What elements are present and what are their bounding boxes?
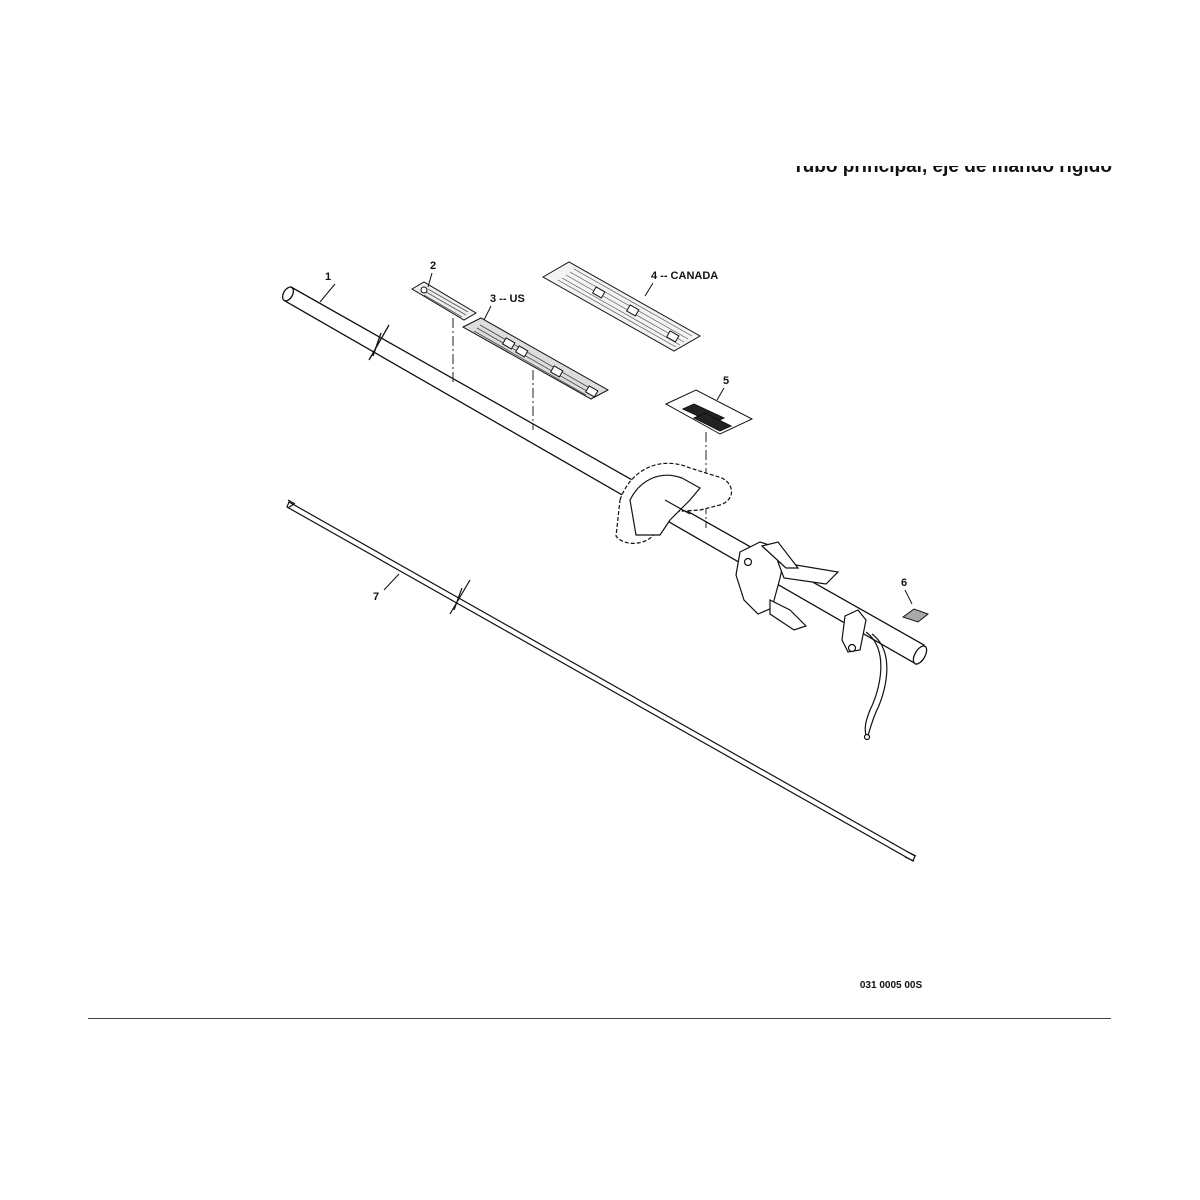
throttle-grip: [735, 541, 888, 741]
page-title: Tubo principal, eje de mando rígido: [760, 166, 1112, 184]
page-title-text: Tubo principal, eje de mando rígido: [792, 166, 1112, 177]
alignment-lines: [452, 318, 707, 528]
logo-decal: [664, 389, 754, 435]
callout-7: 7: [373, 591, 379, 603]
front-handle: [615, 462, 733, 544]
callout-6: 6: [901, 577, 907, 589]
main-tube: [281, 286, 928, 665]
small-decal: [901, 608, 930, 623]
drive-shaft: [286, 499, 917, 862]
bottom-divider: [88, 1018, 1111, 1019]
us-decal: [461, 317, 610, 400]
callout-3: 3 -- US: [490, 293, 525, 305]
callout-1: 1: [325, 271, 331, 283]
leader-lines: [319, 272, 913, 605]
callout-2: 2: [430, 260, 436, 272]
drawing-number: 031 0005 00S: [859, 980, 923, 991]
canada-decal: [541, 261, 702, 352]
callout-4: 4 -- CANADA: [651, 270, 718, 282]
warning-decal: [411, 281, 477, 321]
callout-labels: 1 2 3 -- US 4 -- CANADA 5 6 7: [325, 260, 907, 603]
callout-5: 5: [723, 375, 729, 387]
